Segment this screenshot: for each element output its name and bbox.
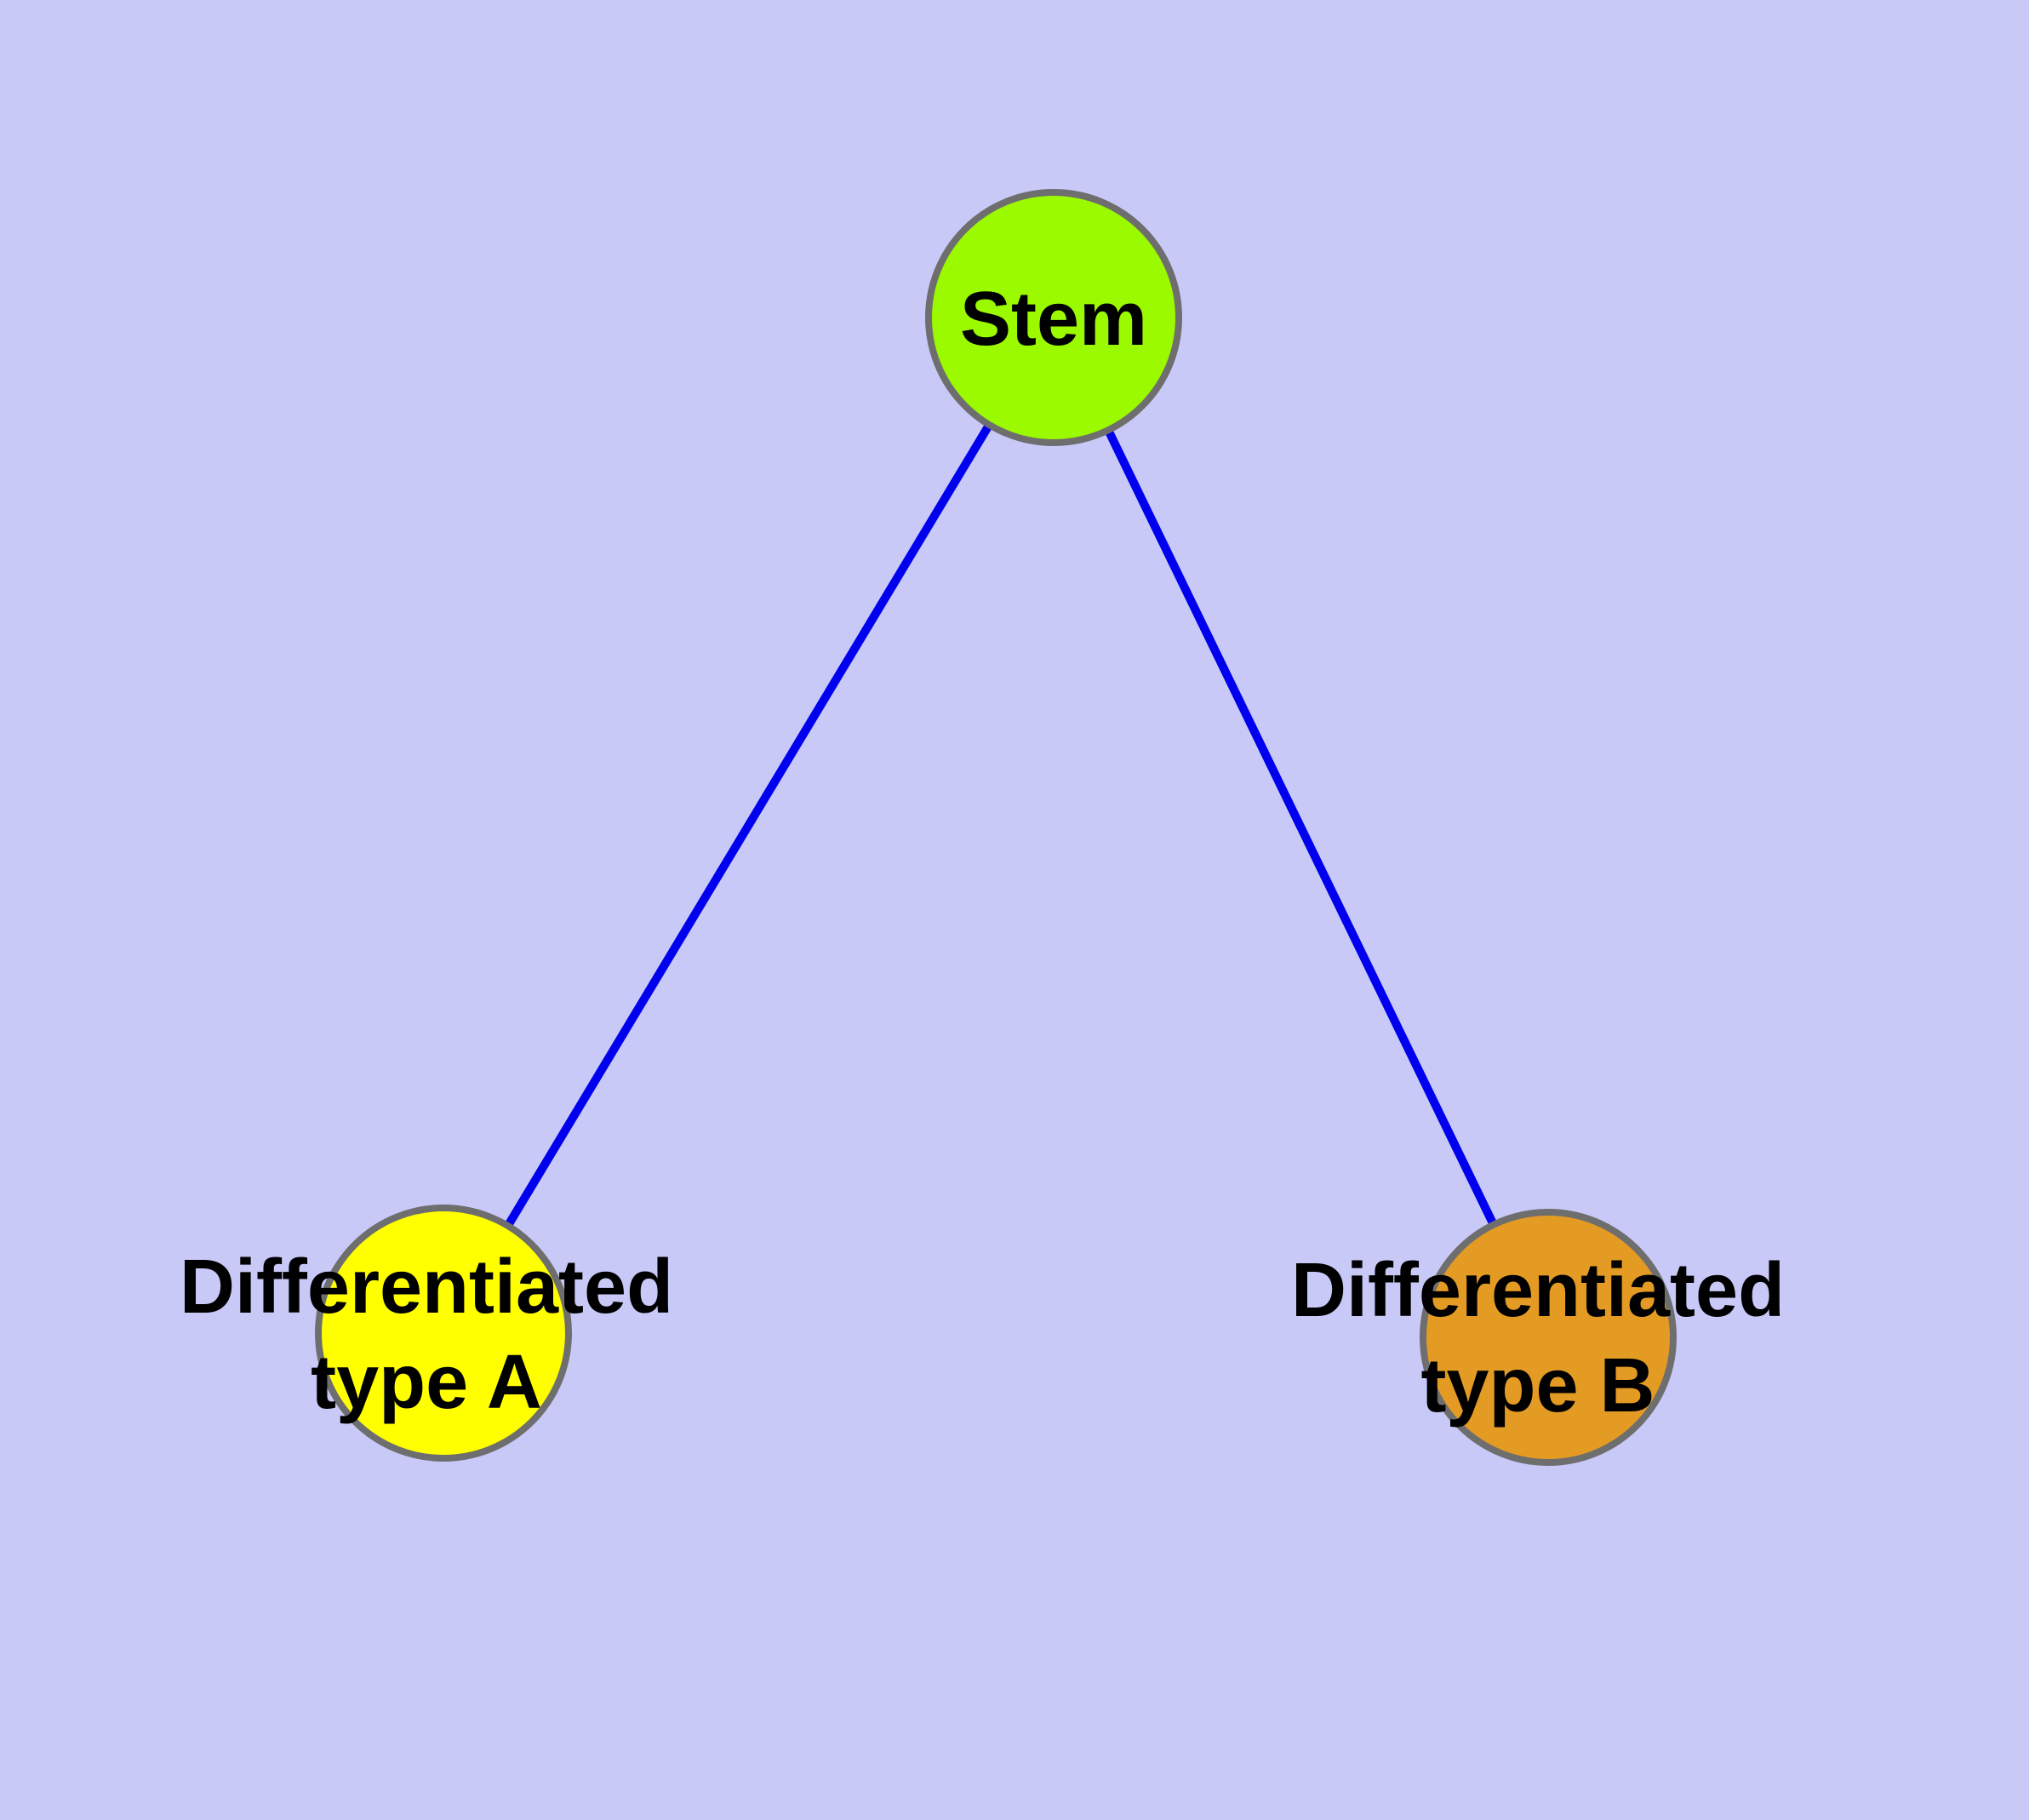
node-label-stem: Stem bbox=[960, 272, 1147, 367]
node-label-type-b-line2: type B bbox=[1420, 1343, 1655, 1428]
edge-stem-to-type-a bbox=[439, 315, 1058, 1336]
edge-stem-to-type-b bbox=[1049, 315, 1552, 1340]
node-circle-differentiated-type-a bbox=[315, 1205, 572, 1462]
node-label-differentiated-type-b: Differentiated type B bbox=[1291, 1243, 1785, 1434]
node-label-type-a-line1: Differentiated bbox=[179, 1245, 674, 1330]
node-circle-stem bbox=[925, 189, 1182, 446]
node-label-stem-text: Stem bbox=[959, 277, 1148, 362]
node-label-differentiated-type-a: Differentiated type A bbox=[180, 1239, 673, 1430]
node-circle-differentiated-type-b bbox=[1420, 1209, 1677, 1466]
node-label-type-b-line1: Differentiated bbox=[1290, 1248, 1786, 1333]
node-label-type-a-line2: type A bbox=[311, 1340, 542, 1425]
